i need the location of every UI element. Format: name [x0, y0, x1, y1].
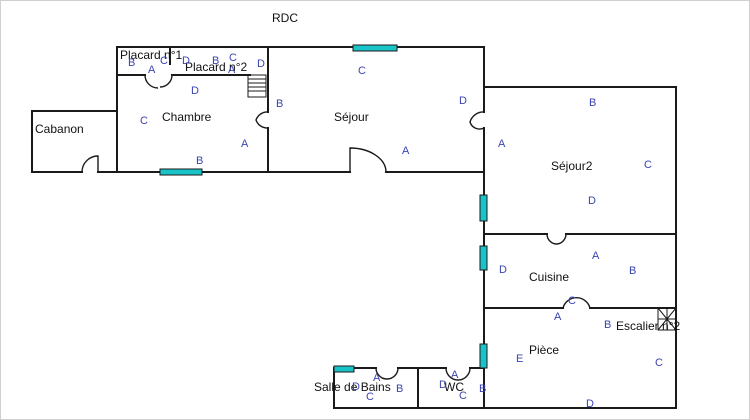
wall-letter: B [396, 383, 403, 395]
stairs [247, 74, 677, 331]
wall-letter: D [439, 379, 447, 391]
room-label-escalier: Escalier n°2 [616, 319, 680, 333]
room-label-sejour2: Séjour2 [551, 159, 593, 173]
window-sejour [352, 44, 398, 52]
wall-letter: D [586, 398, 594, 410]
room-label-cabanon: Cabanon [35, 122, 84, 136]
cabanon-walls [31, 110, 118, 173]
chambre-walls [116, 46, 269, 173]
wall-letter: A [402, 145, 410, 157]
room-label-piece: Pièce [529, 343, 559, 357]
wall-letter: C [140, 115, 148, 127]
wall-letter: D [257, 58, 265, 70]
wall-letter: B [212, 55, 219, 67]
wall-letter: D [191, 85, 199, 97]
wall-letter: D [459, 95, 467, 107]
window-sejour2 [479, 194, 488, 222]
wall-letter: B [604, 319, 611, 331]
wall-letter: C [459, 390, 467, 402]
wall-letter: A [148, 64, 156, 76]
stair-placard [247, 74, 267, 98]
wall-letter: C [644, 159, 652, 171]
wall-letter: D [499, 264, 507, 276]
wall-letters: B A C D B C A D D C A B B C D A B A C D … [128, 52, 663, 410]
window-sdb [333, 365, 355, 373]
wall-letter: E [516, 353, 523, 365]
wall-letter: A [592, 250, 600, 262]
room-label-chambre: Chambre [162, 110, 212, 124]
wall-letter: C [568, 295, 576, 307]
placard1-door [144, 74, 159, 89]
room-label-wc: WC [444, 380, 464, 394]
plan-title: RDC [272, 11, 298, 25]
wc-door [445, 367, 471, 381]
room-label-sejour: Séjour [334, 110, 369, 124]
wall-letter: C [366, 391, 374, 403]
room-label-placard2: Placard n°2 [185, 60, 247, 74]
sdb-door [375, 367, 399, 380]
doors [81, 74, 591, 381]
placard1-door-b [159, 74, 173, 88]
windows [159, 44, 488, 373]
room-labels: Placard n°1 Placard n°2 Chambre Cabanon … [35, 48, 680, 394]
wall-letter: A [228, 64, 236, 76]
sejour-door [349, 147, 387, 173]
window-cuisine [479, 245, 488, 271]
wall-letter: B [589, 97, 596, 109]
wall-letter: C [655, 357, 663, 369]
cabanon-door [81, 155, 99, 173]
wall-letter: D [588, 195, 596, 207]
wall-letter: D [182, 55, 190, 67]
cuisine-door [546, 233, 567, 245]
window-piece [479, 343, 488, 369]
wall-letter: A [554, 311, 562, 323]
wall-letter: B [629, 265, 636, 277]
wall-letter: A [373, 372, 381, 384]
wall-letter: C [229, 52, 237, 64]
wall-letter: A [451, 369, 459, 381]
window-chambre [159, 168, 203, 176]
wall-letter: B [128, 57, 135, 69]
chambre-door [255, 111, 269, 129]
wall-letter: B [479, 383, 486, 395]
walls [31, 46, 677, 409]
wall-letter: C [358, 65, 366, 77]
east-block-walls [483, 86, 677, 409]
wall-letter: B [276, 98, 283, 110]
sejour2-door [469, 111, 485, 130]
wall-letter: C [160, 55, 168, 67]
wall-letter: A [241, 138, 249, 150]
wall-letter: B [196, 155, 203, 167]
room-label-sdb: Salle de Bains [314, 380, 391, 394]
room-label-cuisine: Cuisine [529, 270, 569, 284]
piece-door [562, 297, 591, 309]
room-label-placard1: Placard n°1 [120, 48, 182, 62]
wall-letter: A [498, 138, 506, 150]
wall-letter: D [352, 381, 360, 393]
